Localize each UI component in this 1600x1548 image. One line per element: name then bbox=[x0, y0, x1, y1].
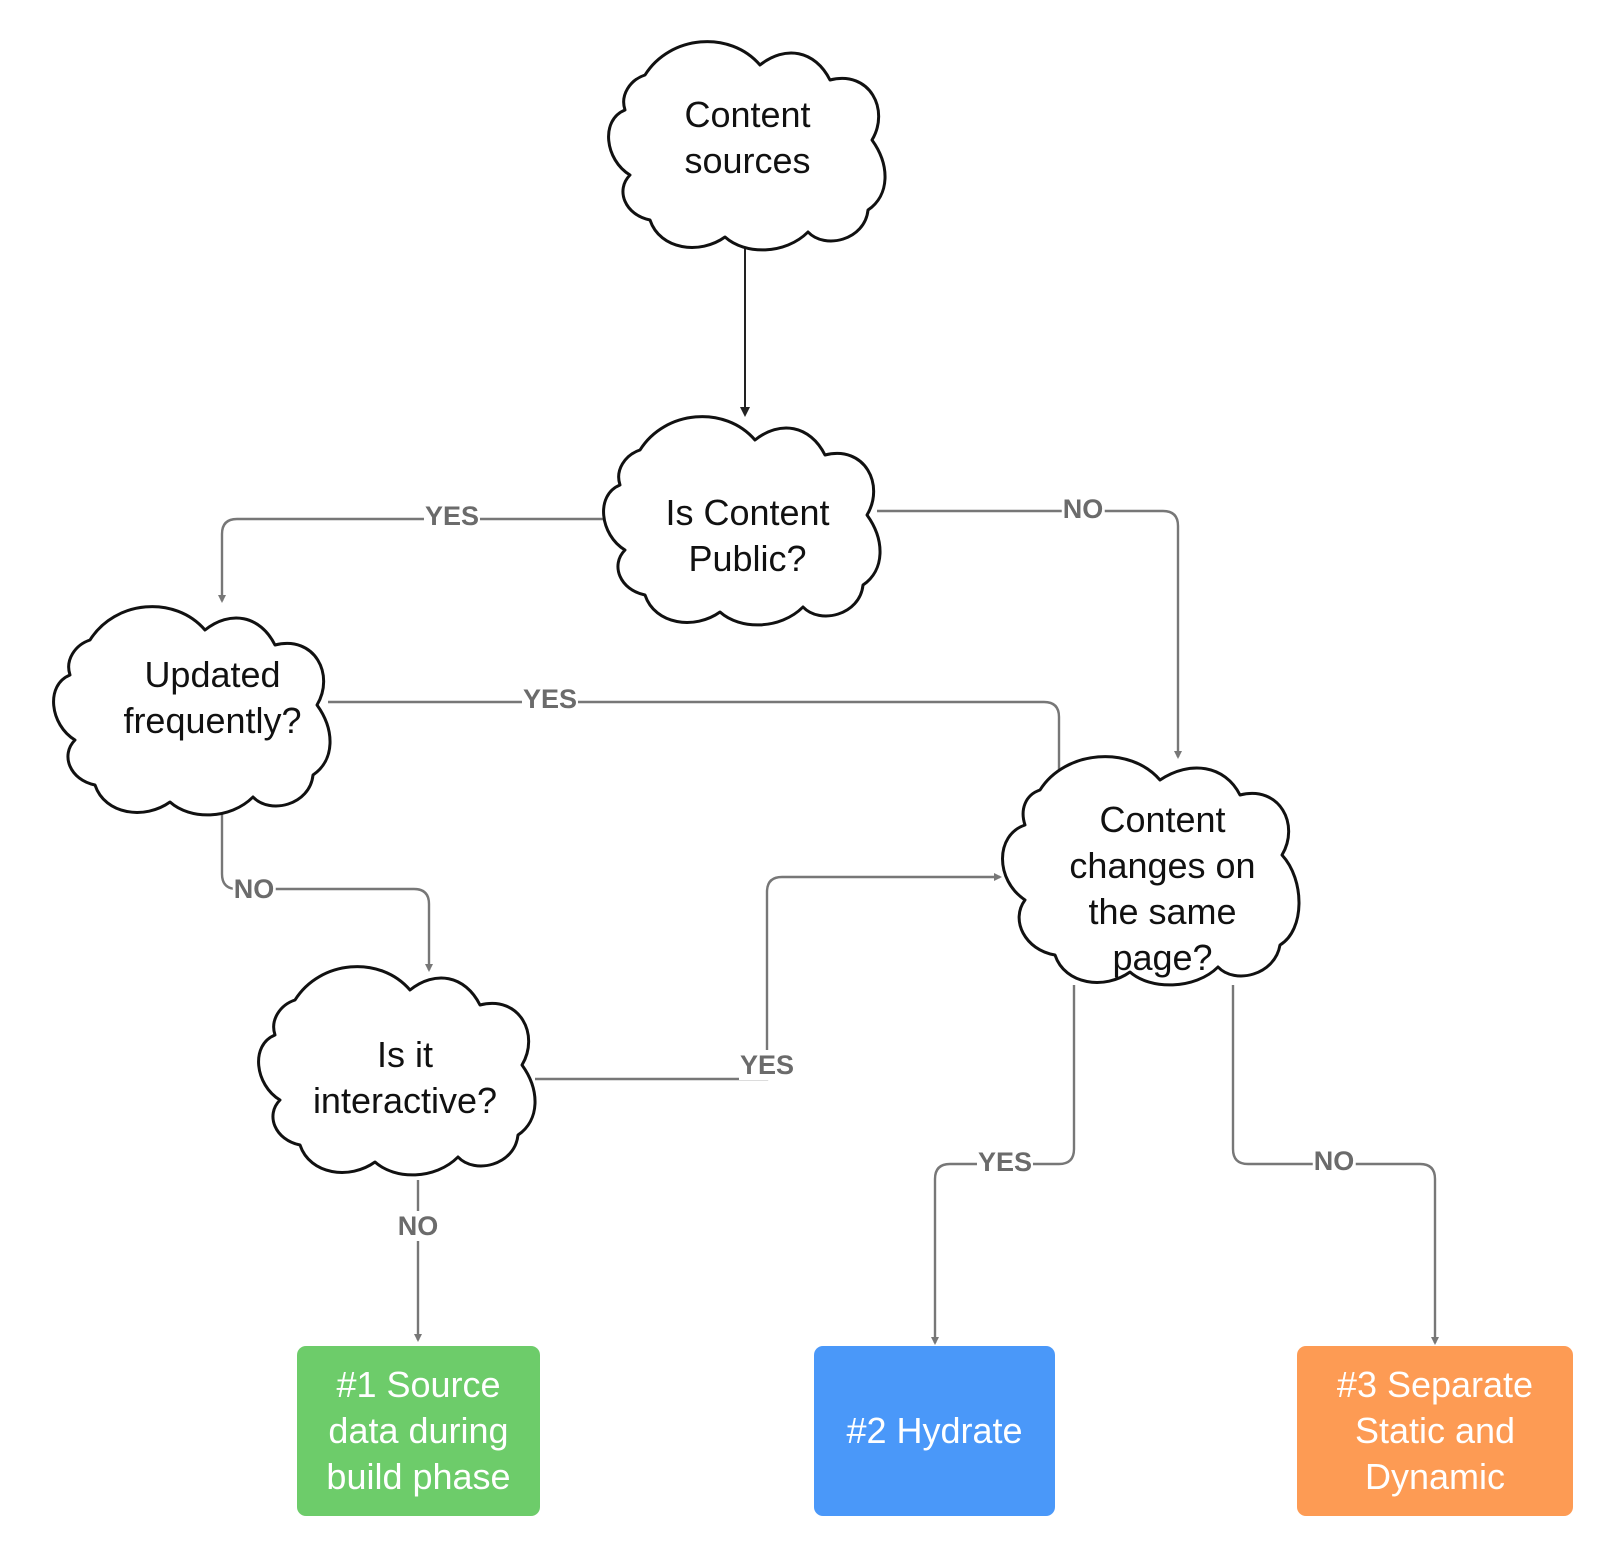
cloud-is-public bbox=[602, 415, 882, 627]
node-changes-same-page-line3: the same bbox=[1088, 891, 1237, 932]
node-content-sources-line2: sources bbox=[684, 140, 811, 181]
outcome-separate-line2: Static and bbox=[1354, 1410, 1516, 1451]
edge-public-no bbox=[877, 509, 1182, 759]
node-changes-same-page-line4: page? bbox=[1112, 937, 1213, 978]
node-content-sources-line1: Content bbox=[684, 94, 811, 135]
label-interactive-yes: YES bbox=[738, 1050, 796, 1080]
outcome-source-build: #1 Source data during build phase bbox=[297, 1346, 540, 1516]
label-public-yes: YES bbox=[423, 501, 481, 531]
node-is-interactive-line2: interactive? bbox=[312, 1080, 498, 1121]
node-changes-same-page-line1: Content bbox=[1099, 799, 1226, 840]
cloud-content-sources bbox=[607, 40, 887, 252]
cloud-updated-frequently bbox=[52, 605, 332, 817]
node-is-public: Is Content Public? bbox=[635, 488, 860, 584]
label-interactive-no: NO bbox=[396, 1211, 440, 1241]
node-is-interactive: Is it interactive? bbox=[290, 1030, 520, 1126]
outcome-source-build-line2: data during bbox=[328, 1410, 509, 1451]
node-is-public-line2: Public? bbox=[688, 538, 807, 579]
node-updated-frequently-line2: frequently? bbox=[123, 700, 302, 741]
label-changes-no: NO bbox=[1312, 1146, 1356, 1176]
node-updated-frequently-line1: Updated bbox=[144, 654, 281, 695]
node-content-sources: Content sources bbox=[640, 90, 855, 186]
edge-updated-no bbox=[220, 808, 433, 972]
outcome-separate-line1: #3 Separate bbox=[1336, 1364, 1534, 1405]
label-updated-no: NO bbox=[232, 874, 276, 904]
node-changes-same-page-line2: changes on bbox=[1069, 845, 1256, 886]
label-public-no: NO bbox=[1061, 494, 1105, 524]
edge-updated-yes bbox=[328, 700, 1063, 788]
label-updated-yes: YES bbox=[521, 684, 579, 714]
edge-public-yes bbox=[218, 517, 607, 603]
outcome-hydrate-line1: #2 Hydrate bbox=[846, 1410, 1023, 1451]
node-is-public-line1: Is Content bbox=[665, 492, 830, 533]
cloud-is-interactive bbox=[257, 965, 537, 1177]
node-changes-same-page: Content changes on the same page? bbox=[1040, 796, 1285, 982]
node-updated-frequently: Updated frequently? bbox=[95, 650, 330, 746]
cloud-changes-same-page bbox=[1001, 755, 1301, 987]
outcome-source-build-line1: #1 Source bbox=[336, 1364, 501, 1405]
outcome-separate: #3 Separate Static and Dynamic bbox=[1297, 1346, 1573, 1516]
label-changes-yes: YES bbox=[976, 1147, 1034, 1177]
outcome-source-build-line3: build phase bbox=[326, 1456, 511, 1497]
node-is-interactive-line1: Is it bbox=[376, 1034, 433, 1075]
edge-interactive-yes bbox=[535, 873, 1002, 1081]
outcome-separate-line3: Dynamic bbox=[1364, 1456, 1506, 1497]
outcome-hydrate: #2 Hydrate bbox=[814, 1346, 1055, 1516]
